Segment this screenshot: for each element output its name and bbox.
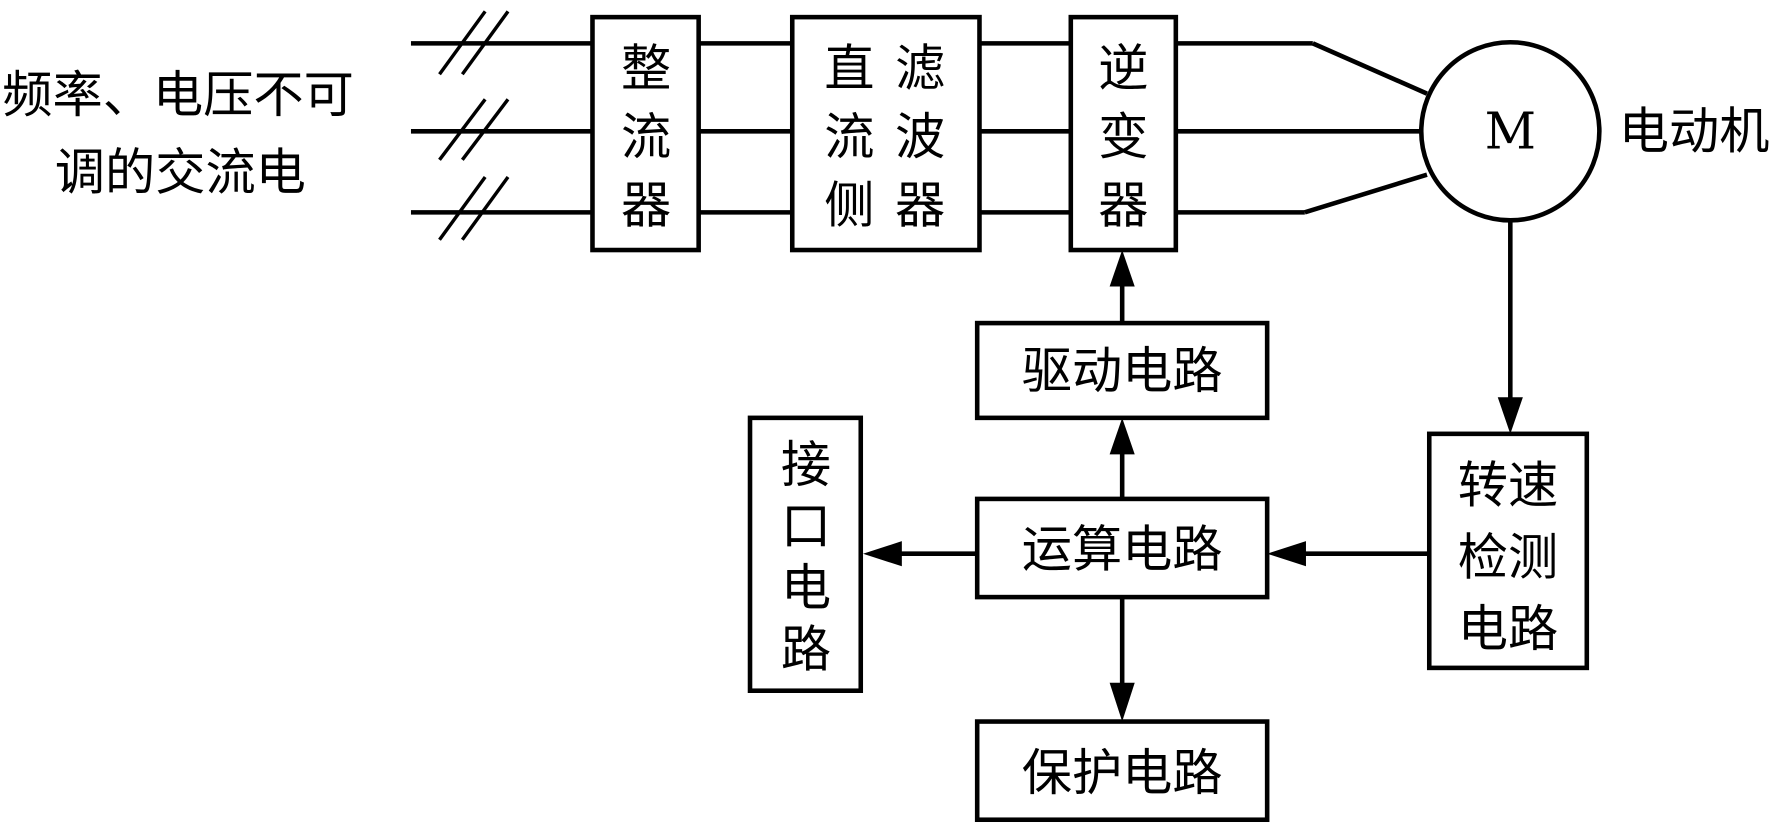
dc-filter-char: 侧: [824, 176, 874, 235]
inverter-char: 逆: [1098, 39, 1148, 98]
dc-filter-char: 流: [824, 107, 874, 166]
drive-circuit-label: 驱动电路: [1022, 341, 1223, 400]
drive-circuit-block: [974, 320, 1270, 421]
arrowhead-icon: [1109, 417, 1135, 455]
speed-detect-line: 检测: [1458, 527, 1558, 586]
arrowhead-icon: [1109, 250, 1135, 287]
rectifier-char: 流: [621, 107, 671, 166]
arrowhead-icon: [1109, 682, 1135, 722]
rectifier-char: 器: [621, 176, 671, 235]
input-label-line1: 频率、电压不可: [2, 65, 354, 124]
motor-symbol: M: [1485, 101, 1536, 160]
interface-char: 接: [781, 435, 831, 494]
arrowhead-icon: [863, 541, 902, 567]
protection-circuit-label: 保护电路: [1022, 743, 1223, 802]
dc-filter-char: 直: [824, 39, 874, 98]
dc-filter-char: 波: [895, 107, 945, 166]
inverter-char: 器: [1098, 176, 1148, 235]
dc-filter-char: 滤: [895, 39, 945, 98]
compute-circuit-label: 运算电路: [1022, 519, 1223, 578]
speed-detect-line: 电路: [1458, 599, 1558, 658]
input-label-line2: 调的交流电: [55, 143, 306, 202]
rectifier-block: [590, 14, 701, 253]
dc-filter-block: [789, 14, 982, 253]
rectifier-char: 整: [621, 39, 671, 98]
arrowhead-icon: [1497, 397, 1523, 434]
speed-detect-block: [1426, 431, 1590, 671]
speed-detect-line: 转速: [1458, 455, 1558, 514]
interface-char: 路: [781, 620, 831, 679]
protection-circuit-block: [974, 719, 1270, 823]
dc-filter-char: 器: [895, 176, 945, 235]
interface-char: 口: [781, 496, 831, 555]
inverter-block: [1068, 14, 1179, 253]
interface-char: 电: [781, 558, 831, 617]
inverter-char: 变: [1098, 107, 1148, 166]
compute-circuit-block: [974, 496, 1270, 600]
interface-circuit-block: [747, 415, 864, 693]
phase-slash-marks: [438, 10, 510, 241]
motor-label: 电动机: [1619, 101, 1770, 160]
arrowhead-icon: [1267, 541, 1306, 567]
